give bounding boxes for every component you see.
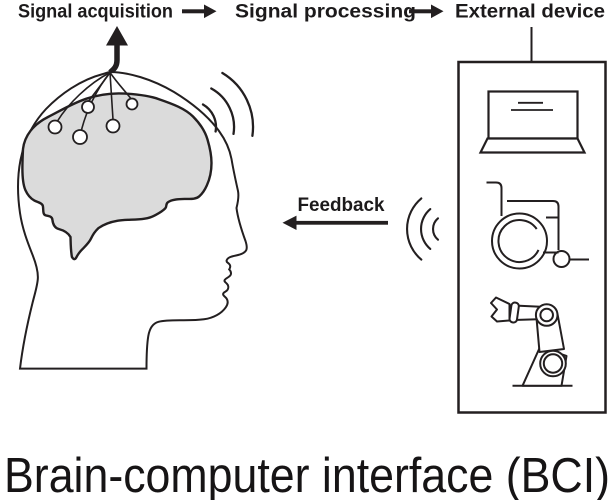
laptop-icon bbox=[478, 90, 587, 154]
flow-arrow-1-icon bbox=[182, 4, 217, 19]
electrode bbox=[47, 119, 63, 135]
electrode bbox=[72, 129, 88, 145]
label-signal-acquisition: Signal acquisition bbox=[18, 2, 173, 23]
label-signal-processing: Signal processing bbox=[235, 2, 416, 23]
feedback-arrow-head bbox=[282, 215, 297, 230]
page-title: Brain-computer interface (BCI) bbox=[4, 449, 610, 500]
device-wireless-waves-icon bbox=[406, 197, 440, 261]
brain-shape bbox=[21, 92, 213, 261]
feedback-group: Feedback bbox=[282, 195, 388, 230]
electrode bbox=[125, 97, 139, 111]
electrode bbox=[81, 100, 95, 114]
wheelchair-icon bbox=[486, 181, 589, 270]
head-wireless-waves-icon bbox=[201, 71, 255, 137]
electrode bbox=[105, 118, 121, 134]
acquisition-up-arrow-icon bbox=[106, 26, 128, 75]
electrode-wires bbox=[56, 71, 132, 131]
flow-row: Signal acquisition Signal processing Ext… bbox=[18, 2, 605, 23]
electrodes bbox=[47, 97, 139, 145]
label-external-device: External device bbox=[455, 2, 605, 23]
robot-arm-icon bbox=[490, 296, 573, 387]
label-feedback: Feedback bbox=[298, 195, 385, 216]
feedback-arrow-shaft bbox=[295, 220, 388, 225]
flow-arrow-2-icon bbox=[409, 4, 444, 19]
